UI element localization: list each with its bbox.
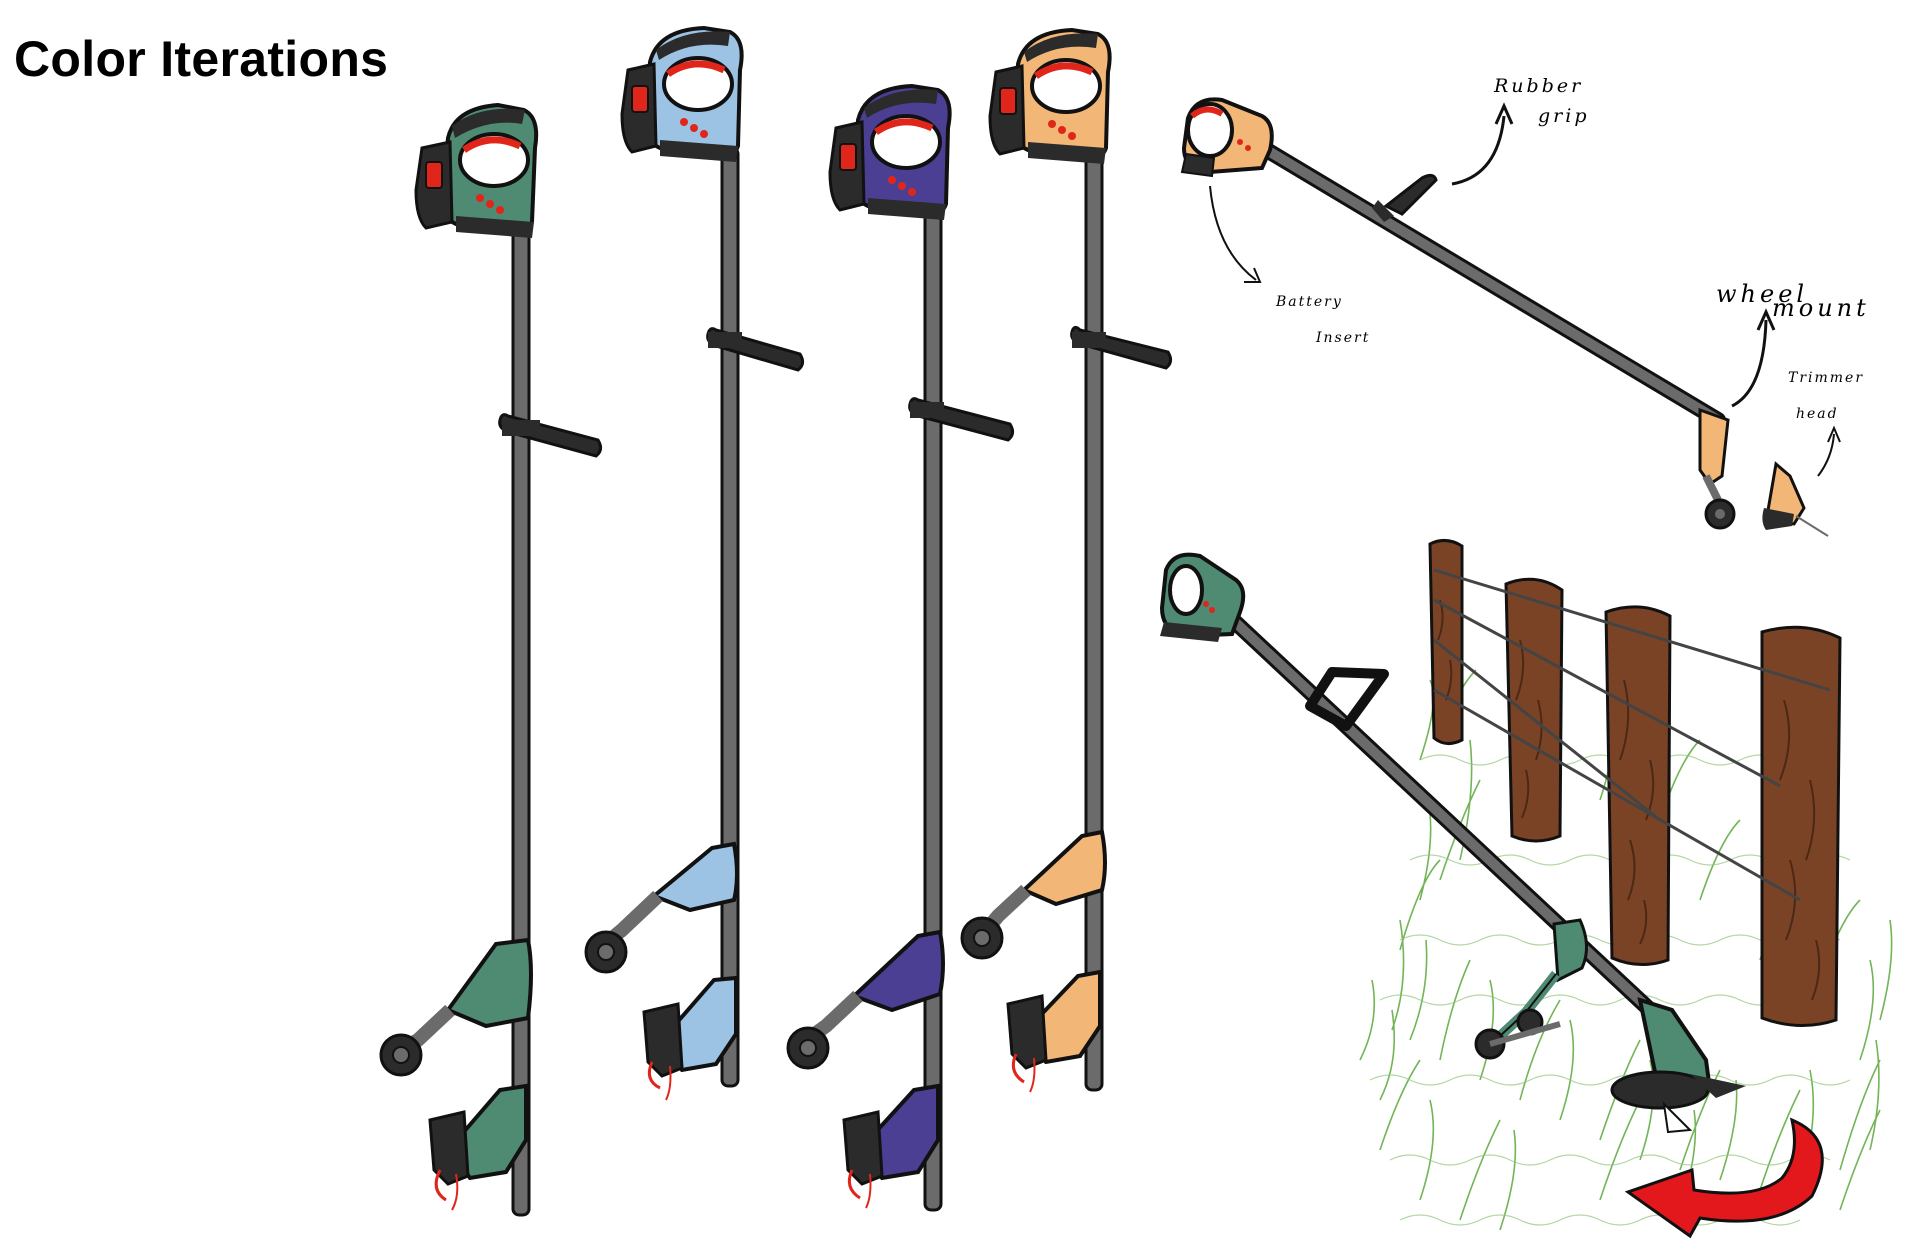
battery-insert-label-line1: Battery <box>1275 294 1343 310</box>
trimmer-variant-purple <box>786 83 1015 1212</box>
rubber-grip-label-line1: Rubber <box>1493 75 1583 97</box>
wheel-mount-label-line2: mount <box>1772 294 1870 322</box>
trimmer-variant-green <box>379 102 603 1217</box>
trimmer-head-label-line2: head <box>1796 406 1839 422</box>
fence-scene <box>1159 539 1893 1239</box>
scene-trimmer <box>1159 552 1746 1134</box>
rotation-arrow <box>1624 1117 1824 1239</box>
trimmer-variant-orange <box>960 27 1173 1093</box>
annotated-trimmer: Rubber grip Battery Insert wheel mount T… <box>1180 75 1870 537</box>
page-title: Color Iterations <box>14 31 389 87</box>
battery-insert-label-line2: Insert <box>1315 330 1370 346</box>
trimmer-variant-light-blue <box>584 25 805 1101</box>
trimmer-head-label-line1: Trimmer <box>1788 370 1864 386</box>
wheel-mount-label-line1: wheel <box>1716 280 1808 308</box>
rubber-grip-label-line2: grip <box>1538 105 1589 127</box>
fence-posts <box>1428 539 1842 1028</box>
